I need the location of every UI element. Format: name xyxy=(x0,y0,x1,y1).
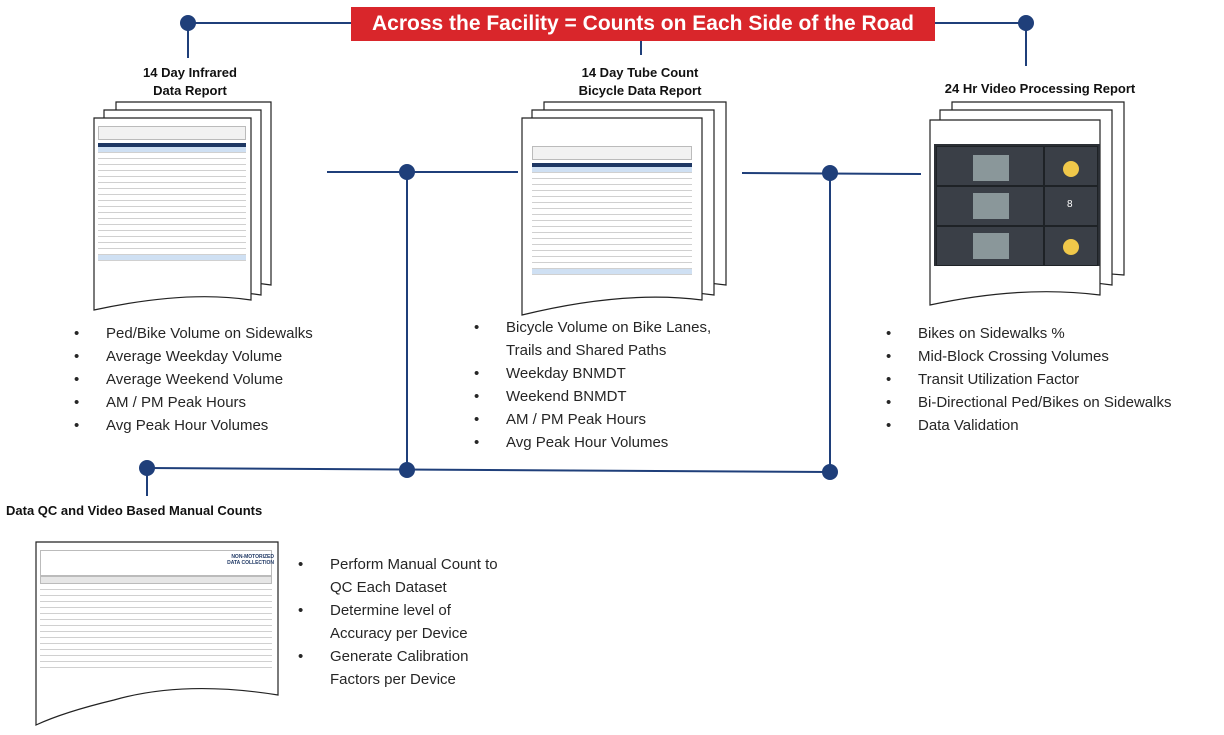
qc-bullet: Generate Calibration xyxy=(298,645,598,668)
infrared-title-line2: Data Report xyxy=(153,83,227,98)
infrared-bullet: Average Weekend Volume xyxy=(74,368,374,391)
infrared-report-stack xyxy=(86,100,321,315)
infrared-bullets: Ped/Bike Volume on Sidewalks Average Wee… xyxy=(74,322,374,437)
node-top-right xyxy=(1018,15,1034,31)
video-bullet: Mid-Block Crossing Volumes xyxy=(886,345,1222,368)
video-cell xyxy=(1044,146,1098,186)
video-gauge-icon xyxy=(1063,161,1079,177)
video-cell xyxy=(1044,226,1098,266)
infrared-thumbnail-table xyxy=(98,126,246,266)
video-bullets: Bikes on Sidewalks % Mid-Block Crossing … xyxy=(886,322,1222,437)
video-cell xyxy=(936,186,1044,226)
tube-bullet-continuation: Trails and Shared Paths xyxy=(506,342,667,359)
infrared-bullet: Average Weekday Volume xyxy=(74,345,374,368)
node-bottom-left xyxy=(139,460,155,476)
tube-bullet: Weekday BNMDT xyxy=(474,362,794,385)
video-cell xyxy=(936,226,1044,266)
tube-report-stack xyxy=(514,100,749,320)
qc-title: Data QC and Video Based Manual Counts xyxy=(6,502,306,520)
qc-bullet: Perform Manual Count to xyxy=(298,553,598,576)
node-bottom-right xyxy=(822,464,838,480)
tube-bullet: AM / PM Peak Hours xyxy=(474,408,794,431)
video-bullet: Transit Utilization Factor xyxy=(886,368,1222,391)
qc-bullets: Perform Manual Count to QC Each Dataset … xyxy=(298,553,598,691)
qc-bullet: Determine level of xyxy=(298,599,598,622)
infrared-bullet: Avg Peak Hour Volumes xyxy=(74,414,374,437)
bottom-line xyxy=(146,467,831,473)
video-title: 24 Hr Video Processing Report xyxy=(910,80,1170,98)
video-title-text: 24 Hr Video Processing Report xyxy=(944,81,1136,96)
video-report-stack: 8 xyxy=(922,100,1132,320)
qc-bullet-continuation: Accuracy per Device xyxy=(330,625,468,642)
tube-bullets: Bicycle Volume on Bike Lanes, Trails and… xyxy=(474,316,794,454)
tube-bullet: Weekend BNMDT xyxy=(474,385,794,408)
tube-thumbnail-table xyxy=(532,146,692,286)
tube-title-line1: 14 Day Tube Count xyxy=(581,65,699,80)
tube-title: 14 Day Tube Count Bicycle Data Report xyxy=(555,64,725,100)
qc-thumbnail-table xyxy=(40,550,272,668)
qc-logo-text: NON-MOTORIZED DATA COLLECTION xyxy=(214,554,274,566)
qc-title-text: Data QC and Video Based Manual Counts xyxy=(6,503,263,518)
tube-title-line2: Bicycle Data Report xyxy=(578,83,702,98)
qc-report: NON-MOTORIZED DATA COLLECTION xyxy=(34,540,284,730)
qc-logo-line1: NON-MOTORIZED xyxy=(231,554,274,560)
node-mid-left xyxy=(399,164,415,180)
qc-bullet-continuation: Factors per Device xyxy=(330,671,456,688)
infrared-title-line1: 14 Day Infrared xyxy=(143,65,237,80)
banner-title: Across the Facility = Counts on Each Sid… xyxy=(371,12,914,35)
tube-bullet: Bicycle Volume on Bike Lanes, xyxy=(474,316,794,339)
video-gauge-icon xyxy=(1063,239,1079,255)
video-bullet: Data Validation xyxy=(886,414,1222,437)
tube-bullet: Avg Peak Hour Volumes xyxy=(474,431,794,454)
node-top-left xyxy=(180,15,196,31)
node-mid-right xyxy=(822,165,838,181)
video-bullet: Bikes on Sidewalks % xyxy=(886,322,1222,345)
video-bullet: Bi-Directional Ped/Bikes on Sidewalks xyxy=(886,391,1222,414)
qc-logo-line2: DATA COLLECTION xyxy=(227,560,274,566)
infrared-bullet: AM / PM Peak Hours xyxy=(74,391,374,414)
video-count: 8 xyxy=(1067,199,1073,210)
video-cell: 8 xyxy=(1044,186,1098,226)
video-cell xyxy=(936,146,1044,186)
node-bottom-center xyxy=(399,462,415,478)
facility-banner: Across the Facility = Counts on Each Sid… xyxy=(351,7,935,41)
qc-page-icon xyxy=(35,541,279,726)
qc-bullet-continuation: QC Each Dataset xyxy=(330,579,447,596)
infrared-title: 14 Day Infrared Data Report xyxy=(120,64,260,100)
video-panel: 8 xyxy=(934,144,1100,266)
infrared-bullet: Ped/Bike Volume on Sidewalks xyxy=(74,322,374,345)
